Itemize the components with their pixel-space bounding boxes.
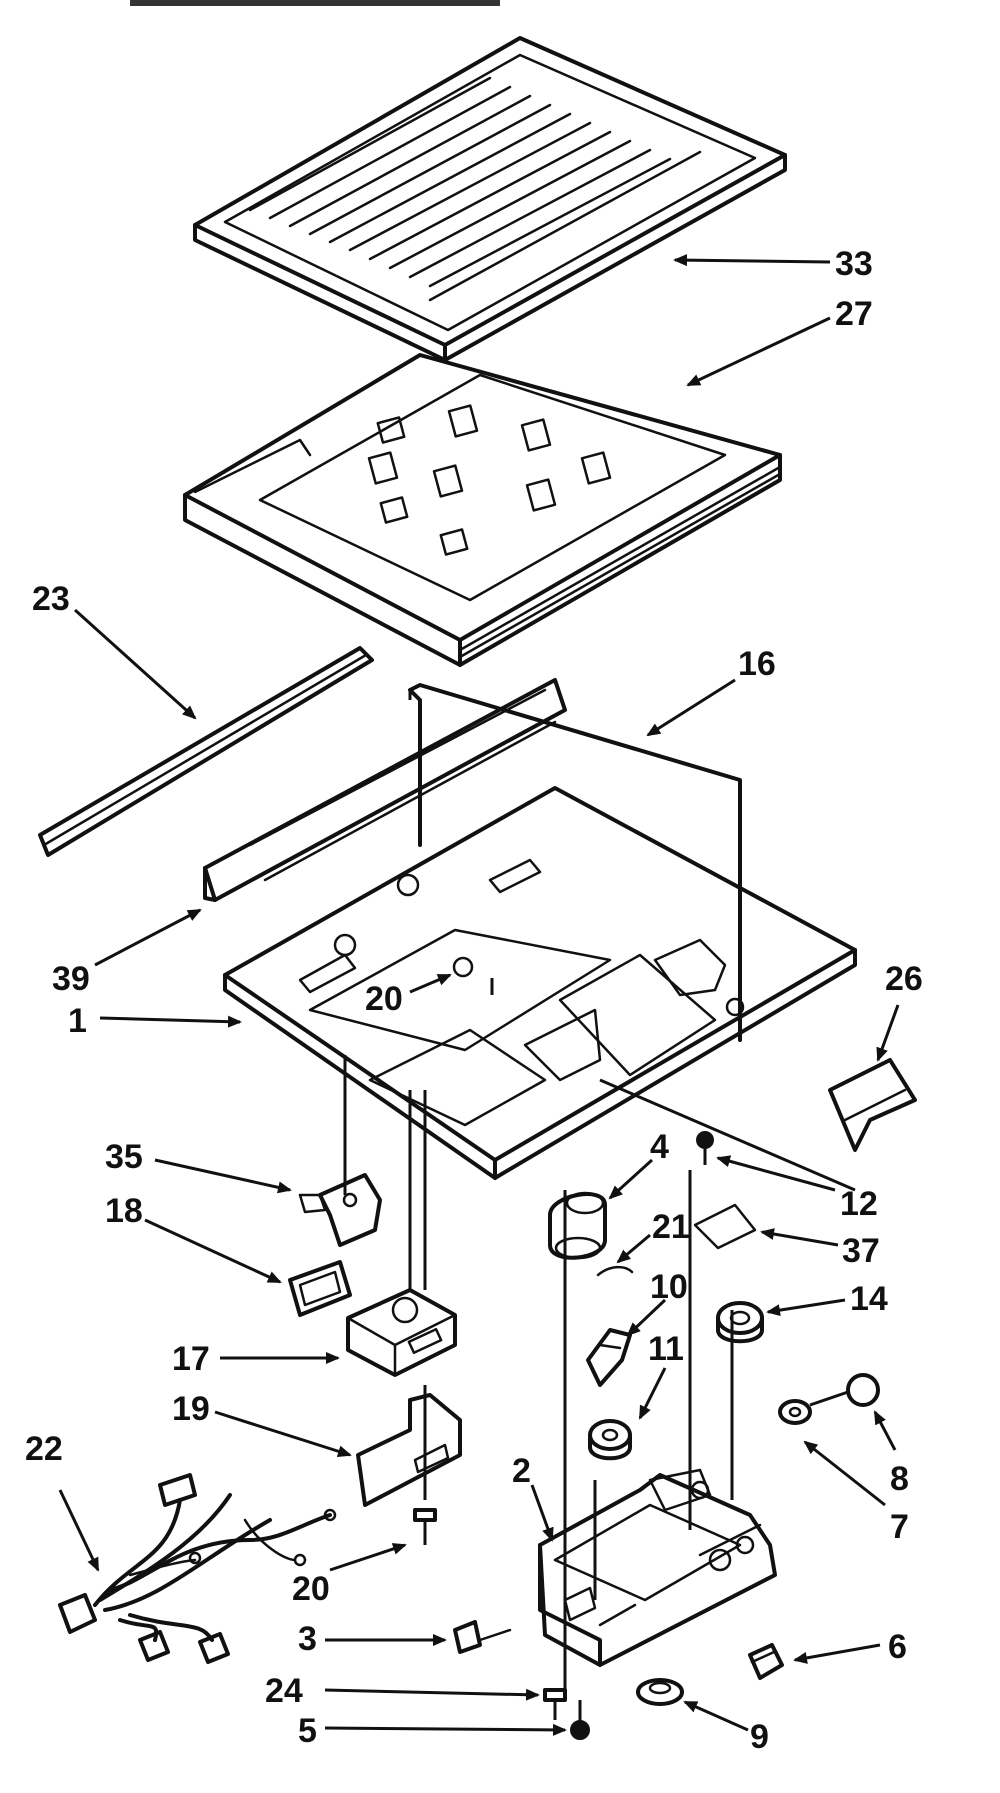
part-8-ring-terminal — [809, 1373, 880, 1407]
part-33-shelf-grille — [193, 36, 787, 362]
part-19-bracket — [356, 1393, 462, 1507]
part-1-base-panel — [223, 786, 857, 1192]
callout-26: 26 — [885, 960, 923, 998]
callout-39: 39 — [52, 960, 90, 998]
callout-24: 24 — [265, 1672, 303, 1710]
part-39-channel — [203, 678, 567, 902]
callout-5: 5 — [298, 1712, 317, 1750]
part-9-foot — [636, 1678, 684, 1706]
callout-18: 18 — [105, 1192, 143, 1230]
header-strip — [130, 0, 500, 6]
part-3-clip — [453, 1620, 512, 1654]
part-16-wire-bracket — [408, 683, 742, 1042]
callout-11: 11 — [648, 1330, 684, 1368]
part-7-nut — [778, 1399, 812, 1425]
part-37-clip — [693, 1203, 757, 1250]
part-22-wire-harness — [58, 1473, 337, 1664]
callout-6: 6 — [888, 1628, 907, 1666]
part-35-switch — [298, 1173, 382, 1247]
part-6-block — [748, 1643, 784, 1680]
part-20-screw-bottom — [413, 1508, 437, 1545]
part-20-screw-top — [452, 956, 494, 995]
part-10-cam — [586, 1328, 632, 1387]
part-21-clip — [596, 1265, 634, 1277]
callout-labels: 33 27 23 16 39 20 1 26 35 18 4 12 21 37 … — [25, 245, 923, 1756]
callout-20-bottom: 20 — [292, 1570, 330, 1608]
part-12-screw — [696, 1131, 714, 1165]
part-11-roller — [588, 1419, 632, 1461]
part-5-screw — [570, 1700, 590, 1740]
callout-19: 19 — [172, 1390, 210, 1428]
callout-7: 7 — [890, 1508, 909, 1546]
part-27-frame-tray — [183, 353, 782, 667]
callout-9: 9 — [750, 1718, 769, 1756]
callout-1: 1 — [68, 1002, 87, 1040]
callout-16: 16 — [738, 645, 776, 683]
part-23-strip — [38, 646, 374, 857]
leader-lines — [58, 254, 900, 1736]
callout-2: 2 — [512, 1452, 531, 1490]
callout-12: 12 — [840, 1185, 878, 1223]
callout-33: 33 — [835, 245, 873, 283]
callout-37: 37 — [842, 1232, 880, 1270]
callout-3: 3 — [298, 1620, 317, 1658]
callout-4: 4 — [650, 1128, 669, 1166]
callout-14: 14 — [850, 1280, 888, 1318]
callout-20-top: 20 — [365, 980, 403, 1018]
callout-10: 10 — [650, 1268, 688, 1306]
part-2-base-bracket — [538, 1468, 777, 1667]
callout-8: 8 — [890, 1460, 909, 1498]
part-4-bushing — [548, 1191, 607, 1260]
part-24-screw — [543, 1688, 567, 1720]
callout-17: 17 — [172, 1340, 210, 1378]
callout-35: 35 — [105, 1138, 143, 1176]
part-17-control-housing — [346, 1288, 457, 1377]
part-26-bracket — [828, 1058, 917, 1152]
part-18-block — [288, 1260, 352, 1317]
callout-23: 23 — [32, 580, 70, 618]
callout-27: 27 — [835, 295, 873, 333]
callout-22: 22 — [25, 1430, 63, 1468]
part-14-roller — [716, 1301, 764, 1344]
callout-21: 21 — [652, 1208, 690, 1246]
